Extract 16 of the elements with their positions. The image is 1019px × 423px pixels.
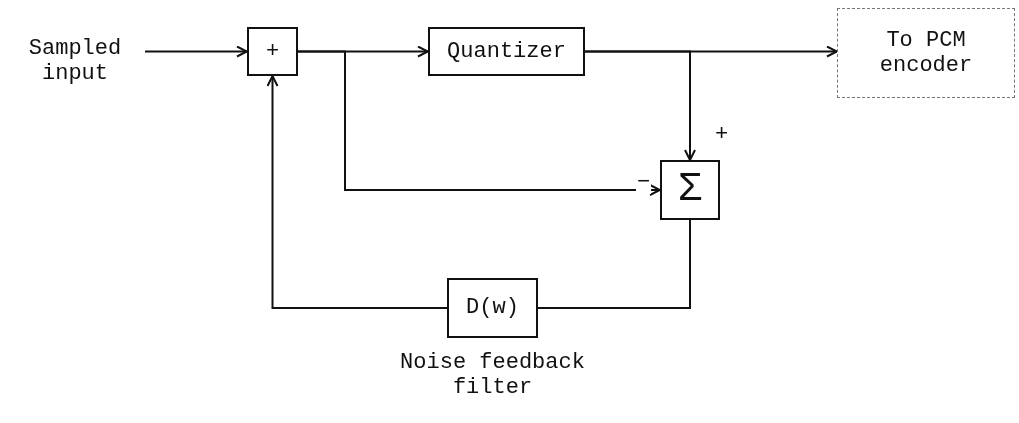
quantizer-box <box>428 27 585 76</box>
box-label: + <box>265 38 280 65</box>
input-label: Sampled input <box>27 35 123 87</box>
box-label: Σ <box>678 167 702 213</box>
summation-box <box>660 160 720 220</box>
arrow <box>584 50 696 161</box>
arrow <box>297 50 661 196</box>
arrow <box>266 75 448 309</box>
box-label: To PCM encoder <box>878 27 974 79</box>
adder-box <box>247 27 298 76</box>
arrow <box>144 45 248 58</box>
box-label: Quantizer <box>447 38 566 65</box>
box-label: D(w) <box>466 295 519 321</box>
filter-box <box>447 278 538 338</box>
node-label: Noise feedback filter <box>399 350 586 401</box>
encoder-box <box>837 8 1015 98</box>
